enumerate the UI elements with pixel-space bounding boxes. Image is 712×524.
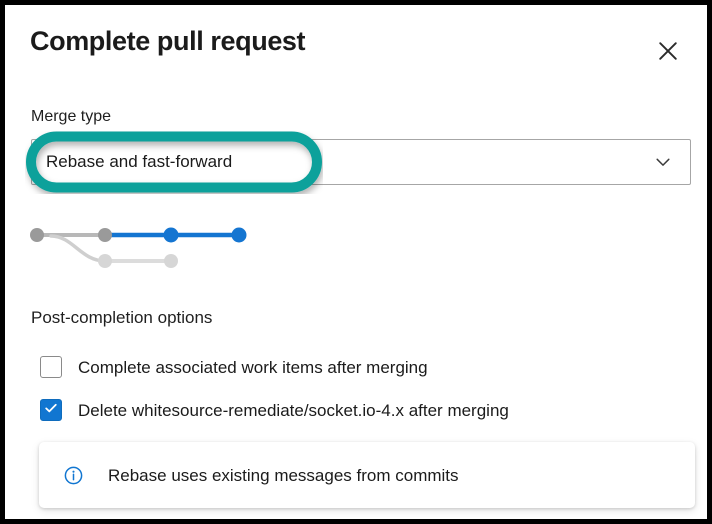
graph-node-rebased-commit-2 xyxy=(231,227,247,243)
commit-graph xyxy=(27,219,257,277)
chevron-down-icon xyxy=(652,151,674,173)
info-message-card: Rebase uses existing messages from commi… xyxy=(39,442,695,508)
merge-type-select[interactable]: Rebase and fast-forward xyxy=(31,139,691,185)
checkbox-label-complete-work-items: Complete associated work items after mer… xyxy=(78,357,428,377)
merge-type-select-wrapper: Rebase and fast-forward xyxy=(31,139,691,185)
page-title: Complete pull request xyxy=(30,26,306,56)
graph-node-base-commit xyxy=(30,228,44,242)
info-message-text: Rebase uses existing messages from commi… xyxy=(108,465,459,485)
graph-node-branch-point xyxy=(98,228,112,242)
merge-type-selected-value: Rebase and fast-forward xyxy=(46,152,233,171)
checkbox-delete-source-branch[interactable] xyxy=(40,399,62,421)
post-completion-options-heading: Post-completion options xyxy=(31,308,213,327)
checkbox-row-delete-source-branch[interactable]: Delete whitesource-remediate/socket.io-4… xyxy=(40,398,509,422)
graph-node-old-commit-2 xyxy=(164,254,178,268)
checkbox-label-delete-source-branch: Delete whitesource-remediate/socket.io-4… xyxy=(78,400,509,420)
checkmark-icon xyxy=(43,400,59,421)
checkbox-row-complete-work-items[interactable]: Complete associated work items after mer… xyxy=(40,355,428,379)
close-icon xyxy=(657,40,679,62)
info-circle-icon xyxy=(63,465,83,485)
graph-node-rebased-commit-1 xyxy=(163,227,179,243)
merge-type-label: Merge type xyxy=(31,108,112,125)
checkbox-complete-work-items[interactable] xyxy=(40,356,62,378)
close-button[interactable] xyxy=(653,36,683,66)
complete-pull-request-dialog: Complete pull request Merge type Rebase … xyxy=(5,5,707,519)
graph-node-old-commit-1 xyxy=(98,254,112,268)
